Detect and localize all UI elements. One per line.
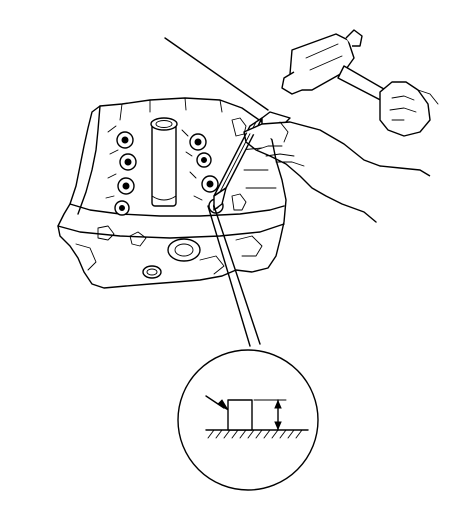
leader-line-driver [164, 37, 269, 111]
hammer [281, 29, 397, 107]
pointer-arrowhead [217, 399, 229, 411]
hand [243, 121, 431, 223]
cylinder-head [57, 97, 287, 289]
valve-guide [227, 399, 253, 431]
detail-leader [207, 205, 261, 347]
hatching [207, 429, 303, 439]
hammer-hand [379, 81, 439, 137]
installed-height-dimension [253, 399, 287, 431]
detail-inset [177, 349, 319, 491]
